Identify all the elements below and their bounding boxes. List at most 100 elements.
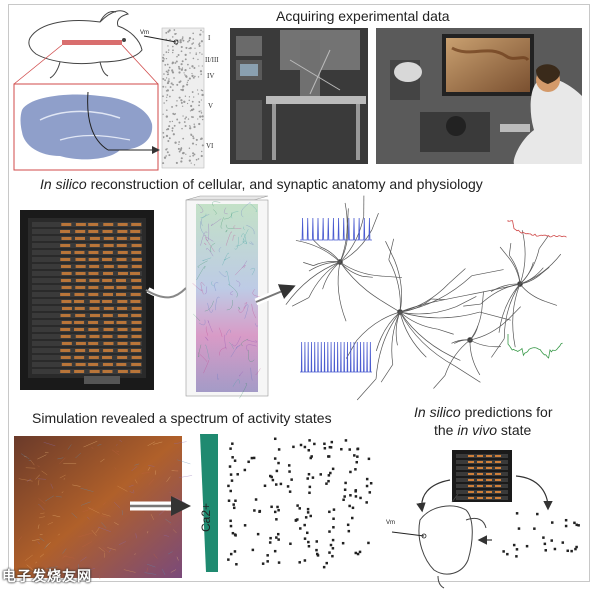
neuron-dendrite <box>399 311 427 358</box>
column-fiber <box>197 352 208 362</box>
neuron-axon <box>399 283 521 313</box>
cortical-cell <box>196 89 199 91</box>
sim-fiber <box>170 569 177 573</box>
predicted-spike-mark <box>550 521 554 524</box>
spike-mark <box>328 530 331 533</box>
cortical-cell-dots <box>161 29 204 166</box>
zoom-lines <box>13 44 159 85</box>
mini-server-cable <box>468 497 474 499</box>
sim-fiber <box>128 484 134 488</box>
cortical-cell <box>195 158 198 161</box>
neuron-dendrite <box>399 311 461 361</box>
loop-arrow-right <box>515 475 553 511</box>
spike-mark <box>347 529 351 533</box>
cortical-cell <box>172 49 174 52</box>
sim-fiber <box>39 537 45 542</box>
cortical-cell <box>177 65 180 68</box>
spike-mark <box>273 549 277 553</box>
cortical-cell <box>171 120 174 123</box>
sim-fiber <box>35 561 37 564</box>
column-fiber <box>240 233 247 245</box>
cortical-cell <box>178 141 180 143</box>
cortical-cell <box>166 63 169 66</box>
cortical-cell <box>202 31 204 33</box>
cortical-cell <box>178 96 181 99</box>
neuron-dendrite <box>545 301 558 306</box>
slice-marker <box>62 40 122 45</box>
server-cable <box>117 223 128 226</box>
neuron-dendrite <box>303 262 314 266</box>
spike-mark <box>306 507 310 511</box>
spike-mark <box>351 506 355 510</box>
column-fiber <box>225 329 231 336</box>
cortical-cell <box>165 109 168 111</box>
predictions-title-line2: the in vivo state <box>434 422 531 438</box>
column-fiber <box>204 234 214 242</box>
cortical-cell <box>162 77 165 80</box>
neuron-dendrite <box>356 311 401 341</box>
sim-fiber <box>154 470 157 475</box>
cortical-cell <box>200 73 203 76</box>
mini-server-cable <box>495 455 501 457</box>
column-fiber <box>232 336 241 347</box>
neuron-dendrite <box>322 261 341 290</box>
sim-fiber <box>67 444 72 450</box>
column-fiber <box>238 306 246 313</box>
sim-fiber <box>63 555 75 559</box>
cortical-cell <box>181 127 183 130</box>
neuron-dendrite <box>451 339 471 344</box>
spike-mark <box>322 565 326 569</box>
column-fiber <box>232 234 236 241</box>
spike-mark <box>356 447 360 451</box>
spike-mark <box>288 470 291 473</box>
server-cable <box>74 307 85 310</box>
sim-fiber <box>57 533 61 536</box>
neuron-dendrite <box>362 275 373 278</box>
loop-arrow-left <box>416 479 451 513</box>
spike-mark <box>275 469 279 473</box>
column-fiber <box>204 242 207 245</box>
sim-fiber <box>37 454 47 460</box>
server-cable <box>61 223 72 226</box>
predicted-spike-mark <box>570 549 573 553</box>
neuron-dendrite <box>519 283 546 302</box>
column-fiber <box>235 241 244 247</box>
sim-fiber <box>165 518 172 525</box>
predicted-spike-mark <box>512 543 516 547</box>
spike-mark <box>342 498 345 502</box>
server-cable <box>103 286 114 289</box>
server-cable <box>130 293 141 296</box>
column-fiber <box>203 359 210 374</box>
column-fiber <box>225 224 235 229</box>
server-rack-row <box>32 229 142 234</box>
cortical-cell <box>200 40 203 43</box>
cortical-cell <box>189 127 192 130</box>
neuron-dendrite <box>295 240 341 263</box>
sim-fiber <box>108 548 112 553</box>
cortical-cell <box>191 43 193 45</box>
predictions-prefix-2: the <box>434 422 458 438</box>
spike-mark <box>309 514 312 518</box>
server-cable <box>88 251 99 254</box>
neuron-dendrite <box>448 268 466 284</box>
spike-mark <box>356 455 359 458</box>
column-fiber <box>251 303 257 319</box>
spike-mark <box>303 559 307 562</box>
server-cable <box>60 370 71 373</box>
server-cable <box>116 321 127 324</box>
spike-mark <box>277 538 280 541</box>
server-cable <box>60 314 71 317</box>
spike-mark <box>292 445 295 449</box>
cortical-cell <box>180 157 183 160</box>
cortical-cell <box>184 58 187 61</box>
neuron-dendrite <box>391 311 401 365</box>
column-fiber <box>246 339 258 343</box>
cortical-cell <box>179 148 182 152</box>
cortical-cell <box>168 29 171 32</box>
cortical-cell <box>165 134 169 138</box>
sim-fiber <box>18 536 23 542</box>
cortical-cell <box>191 116 194 119</box>
spike-mark <box>315 552 319 556</box>
column-fiber <box>243 226 245 230</box>
sim-fiber <box>59 474 66 479</box>
